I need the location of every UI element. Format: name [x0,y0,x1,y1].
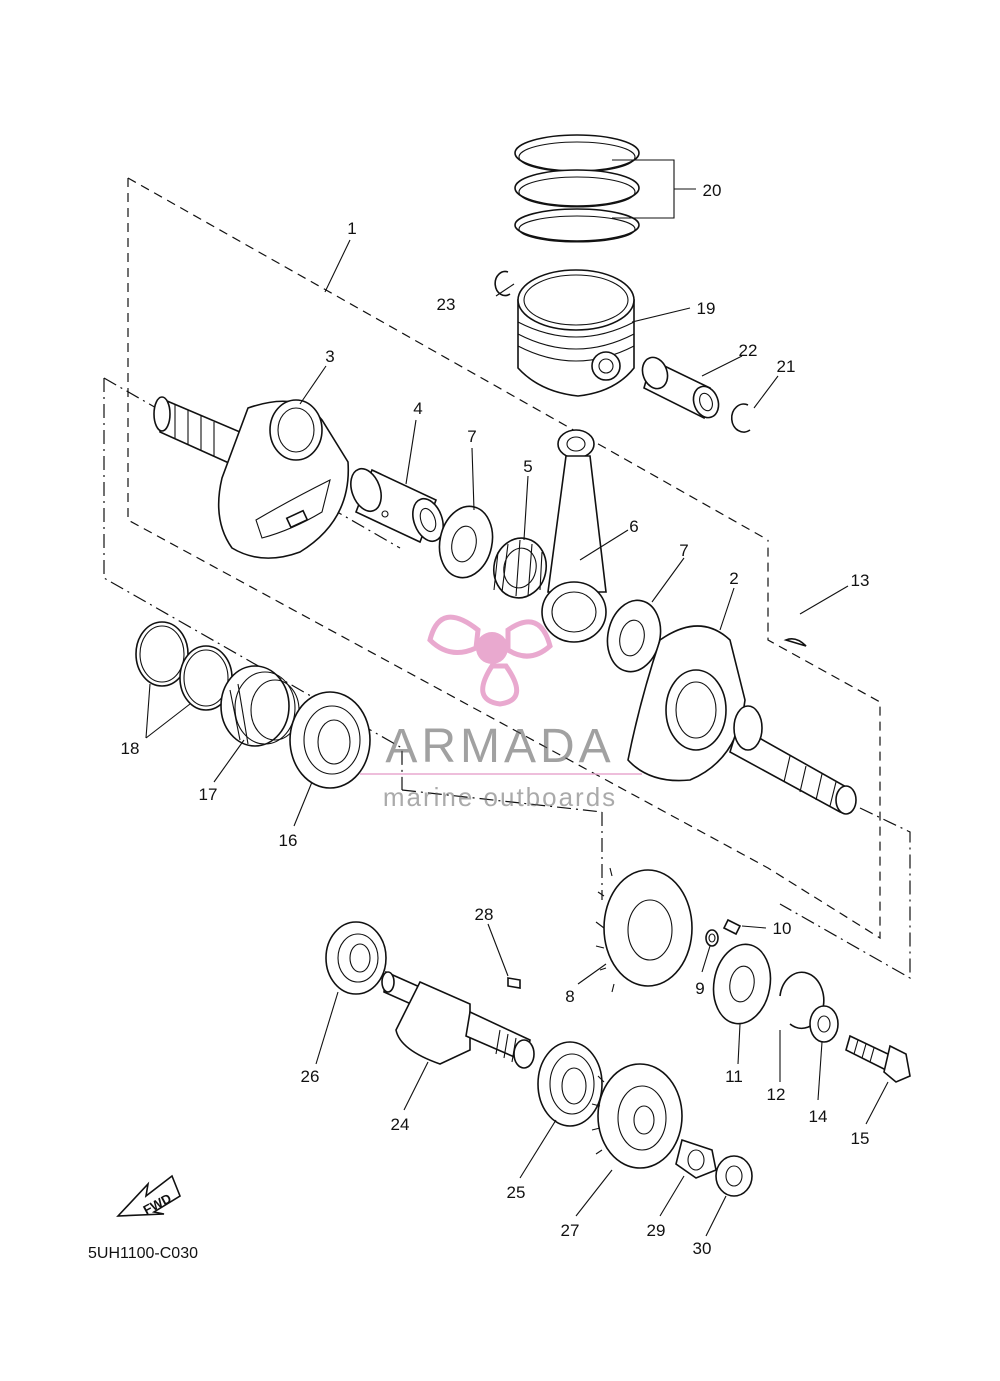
callout-15: 15 [851,1129,870,1148]
callout-6: 6 [629,517,638,536]
plate-part-11 [712,943,772,1025]
drawing-code: 5UH1100-C030 [88,1245,198,1262]
callout-4: 4 [413,399,422,418]
piston-pin-part-22 [641,356,720,420]
callout-13: 13 [851,571,870,590]
crank-pin-part-4 [350,467,444,544]
piston-part-19 [517,269,635,397]
callout-12: 12 [767,1085,786,1104]
callout-17: 17 [199,785,218,804]
callout-18: 18 [121,739,140,758]
callout-20: 20 [703,181,722,200]
callout-11: 11 [725,1067,743,1086]
callout-27: 27 [561,1221,580,1240]
bearing-part-26 [325,921,387,995]
needle-bearing-part-5 [493,537,547,599]
bearing-part-25 [537,1041,603,1127]
callout-14: 14 [809,1107,828,1126]
callout-1: 1 [347,219,356,238]
o-rings-part-18 [135,621,233,711]
callout-28: 28 [475,905,494,924]
callout-16: 16 [279,831,298,850]
callout-10: 10 [773,919,792,938]
lock-washer-part-29 [675,1138,717,1179]
spring-part-9 [705,929,719,947]
callout-19: 19 [697,299,716,318]
balancer-shaft-part-24 [381,970,535,1069]
thrust-washer-part-7-upper [438,505,494,579]
callout-22: 22 [739,341,758,360]
callout-3: 3 [325,347,334,366]
bearing-part-16 [289,691,371,789]
woodruff-key-part-13 [783,638,807,647]
gear-part-27 [591,1063,683,1169]
connecting-rod-part-6 [541,429,607,643]
oil-seal-part-17 [220,665,300,747]
callout-7-upper: 7 [467,427,476,446]
callout-labels: 1 2 3 4 5 6 7 7 8 9 10 11 12 13 14 15 16… [121,181,870,1258]
callout-30: 30 [693,1239,712,1258]
callout-7-lower: 7 [679,541,688,560]
bolt-part-15 [845,1034,911,1083]
assembly-outline-crankshaft [127,177,881,940]
callout-26: 26 [301,1067,320,1086]
leader-lines [145,159,889,1237]
callout-24: 24 [391,1115,410,1134]
callout-9: 9 [695,979,704,998]
watermark-tagline: marine outboards [383,782,617,812]
crank-half-left-part-3 [153,396,350,559]
callout-25: 25 [507,1183,526,1202]
piston-rings-part-20 [514,134,640,243]
key-part-28 [507,977,521,989]
washer-part-14 [809,1005,839,1043]
circlip-part-21 [730,403,751,433]
callout-8: 8 [565,987,574,1006]
watermark-brand: ARMADA [385,720,614,773]
crank-half-right-part-2 [627,625,857,815]
callout-5: 5 [523,457,532,476]
pin-part-10 [722,918,742,936]
sprocket-part-8 [595,867,693,993]
assembly-outline-bearing-group [103,377,911,980]
fwd-arrow-icon: FWD [116,1174,181,1218]
nut-part-30 [715,1155,753,1197]
callout-2: 2 [729,569,738,588]
watermark-logo-icon [427,614,553,707]
callout-29: 29 [647,1221,666,1240]
callout-23: 23 [437,295,456,314]
callout-21: 21 [777,357,796,376]
